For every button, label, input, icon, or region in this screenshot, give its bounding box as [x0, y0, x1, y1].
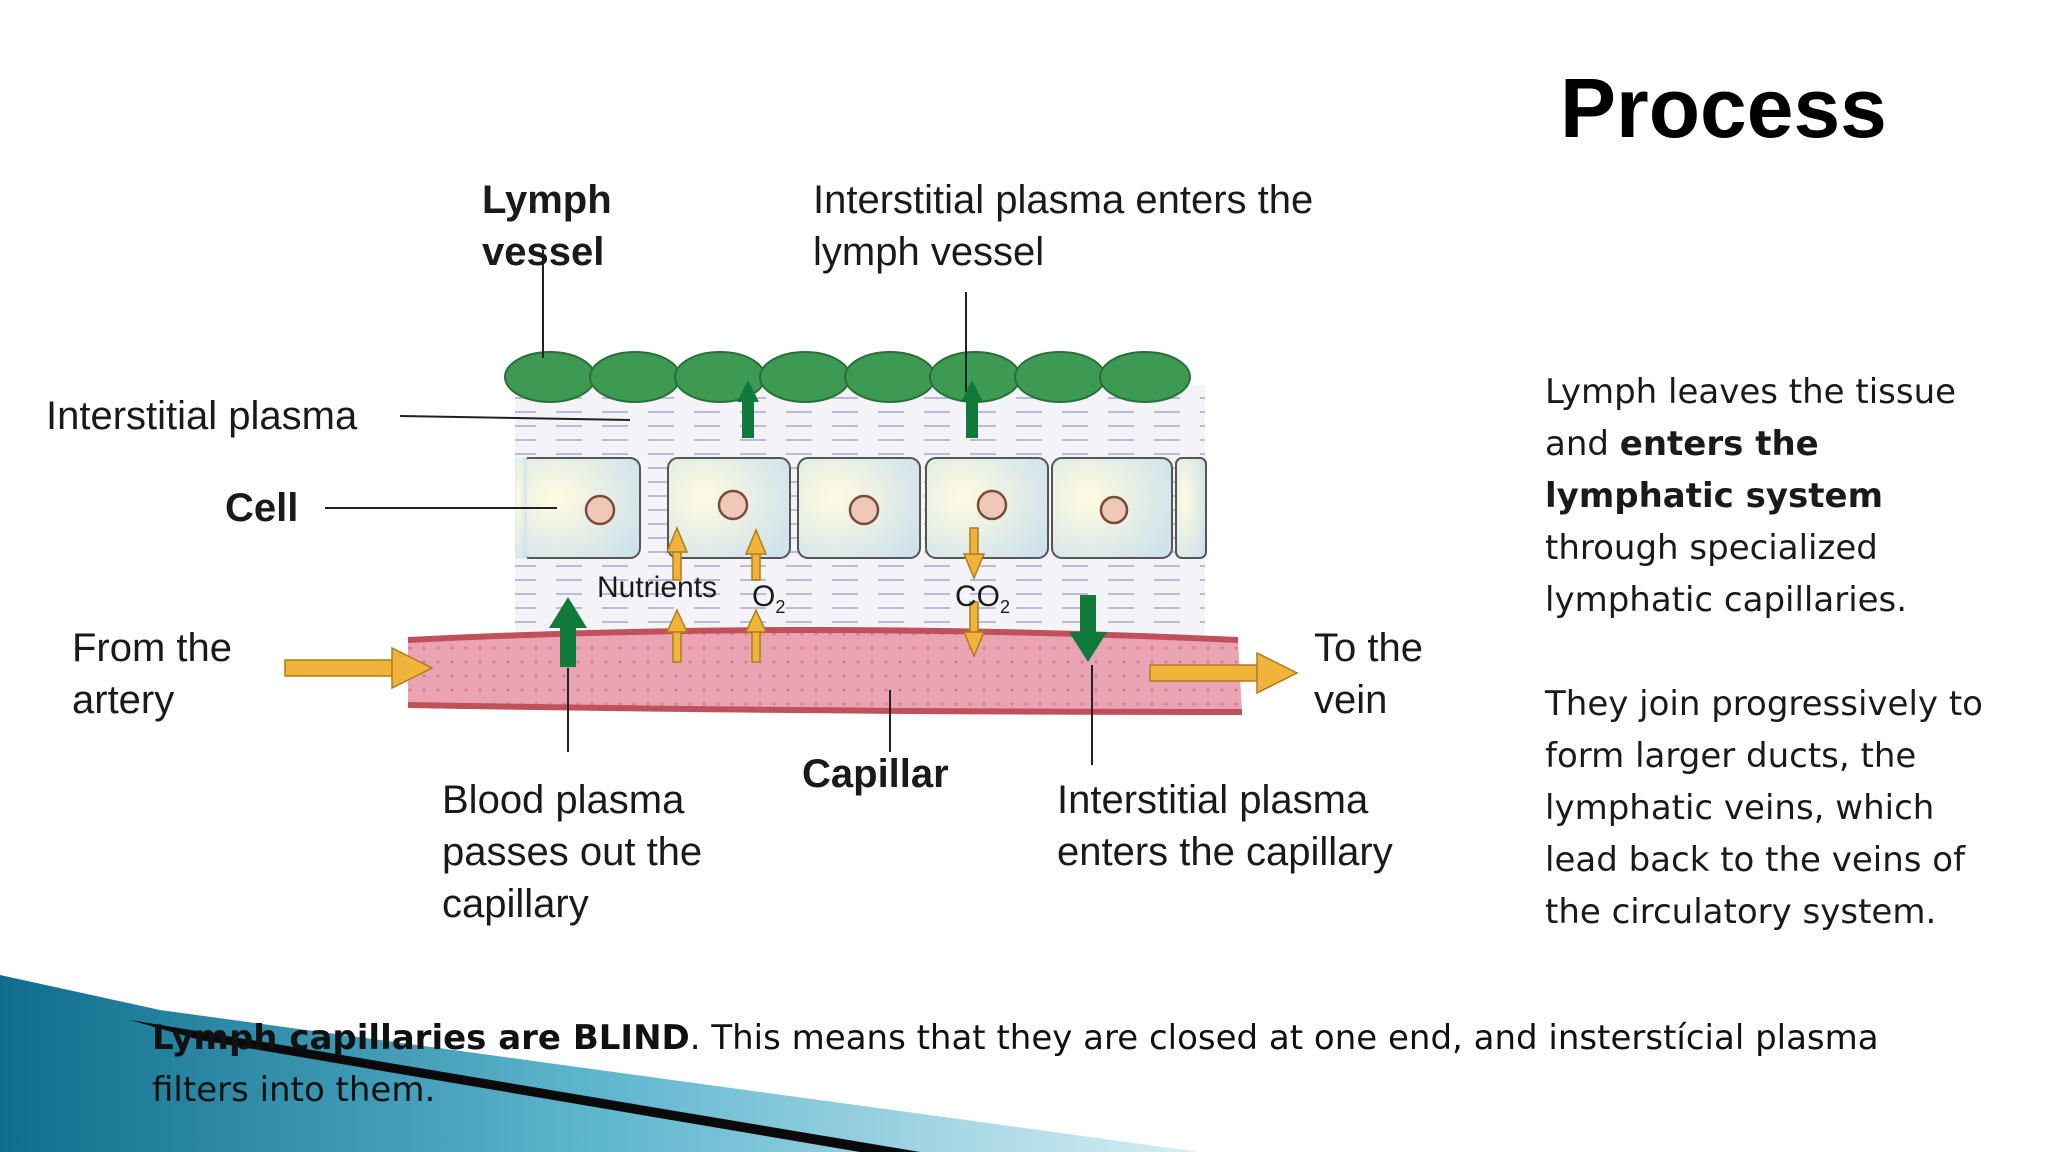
label-enters-capillary-line2: enters the capillary	[1057, 830, 1393, 874]
label-co2-sub: 2	[1000, 597, 1011, 617]
arrow-from-artery	[284, 646, 434, 690]
tissue-cells	[515, 457, 1207, 559]
label-blood-plasma-line2: passes out the	[442, 830, 703, 874]
label-blood-plasma: Blood plasma passes out the capillary	[442, 774, 702, 930]
arrow-to-vein	[1149, 651, 1299, 695]
capillary-vessel	[407, 627, 1243, 715]
footer-text: Lymph capillaries are BLIND. This means …	[152, 1012, 1982, 1116]
label-co2: CO2	[955, 580, 1010, 618]
label-interstitial-plasma: Interstitial plasma	[46, 394, 358, 438]
arrow-nutrients-up	[665, 526, 689, 663]
label-nutrients: Nutrients	[597, 571, 718, 604]
label-to-vein-line2: vein	[1314, 678, 1388, 722]
label-lymph-vessel: Lymph vessel	[482, 174, 612, 278]
arrow-plasma-into-capillary	[1069, 595, 1107, 662]
label-from-artery-line2: artery	[72, 678, 175, 722]
side-paragraph-2: They join progressively to form larger d…	[1545, 684, 1983, 932]
label-enters-capillary: Interstitial plasma enters the capillary	[1057, 774, 1393, 878]
label-from-artery-line1: From the	[72, 626, 233, 670]
side-paragraph-1: Lymph leaves the tissue and enters the l…	[1545, 366, 2015, 626]
label-lymph-vessel-line1: Lymph	[482, 178, 612, 222]
side-p1-a: Lymph leaves the tissue and	[1545, 372, 1957, 464]
side-p1-b: through specialized lymphatic capillarie…	[1545, 528, 1908, 620]
label-lymph-vessel-line2: vessel	[482, 230, 605, 274]
label-blood-plasma-line3: capillary	[442, 882, 589, 926]
label-cell: Cell	[225, 486, 299, 530]
arrow-plasma-out	[549, 597, 587, 667]
pointer-lines	[325, 250, 1093, 765]
label-enters-lymph-line1: Interstitial plasma enters the	[813, 178, 1314, 222]
footer-rest: . This means that they are closed at one…	[152, 1018, 1879, 1110]
label-capillar: Capillar	[802, 752, 949, 796]
lymph-vessel-wall	[504, 351, 1191, 403]
label-o2-sub: 2	[775, 597, 786, 617]
slide-title: Process	[1560, 61, 1887, 155]
arrow-co2-down	[962, 527, 986, 658]
side-p1-bold: enters the lymphatic system	[1545, 424, 1884, 516]
label-to-vein-line1: To the	[1314, 626, 1423, 670]
arrow-into-lymph-2	[961, 380, 983, 438]
footer-bold: Lymph capillaries are BLIND	[152, 1018, 690, 1058]
arrow-into-lymph-1	[737, 380, 759, 438]
label-to-vein: To the vein	[1314, 622, 1423, 726]
label-blood-plasma-line1: Blood plasma	[442, 778, 685, 822]
label-enters-lymph: Interstitial plasma enters the lymph ves…	[813, 174, 1313, 278]
label-from-artery: From the artery	[72, 622, 232, 726]
label-enters-capillary-line1: Interstitial plasma	[1057, 778, 1369, 822]
label-o2: O2	[752, 580, 785, 618]
label-o2-text: O	[752, 580, 776, 613]
arrow-o2-up	[744, 528, 768, 663]
label-enters-lymph-line2: lymph vessel	[813, 230, 1045, 274]
side-text: Lymph leaves the tissue and enters the l…	[1545, 366, 2015, 938]
label-co2-text: CO	[955, 580, 1000, 613]
